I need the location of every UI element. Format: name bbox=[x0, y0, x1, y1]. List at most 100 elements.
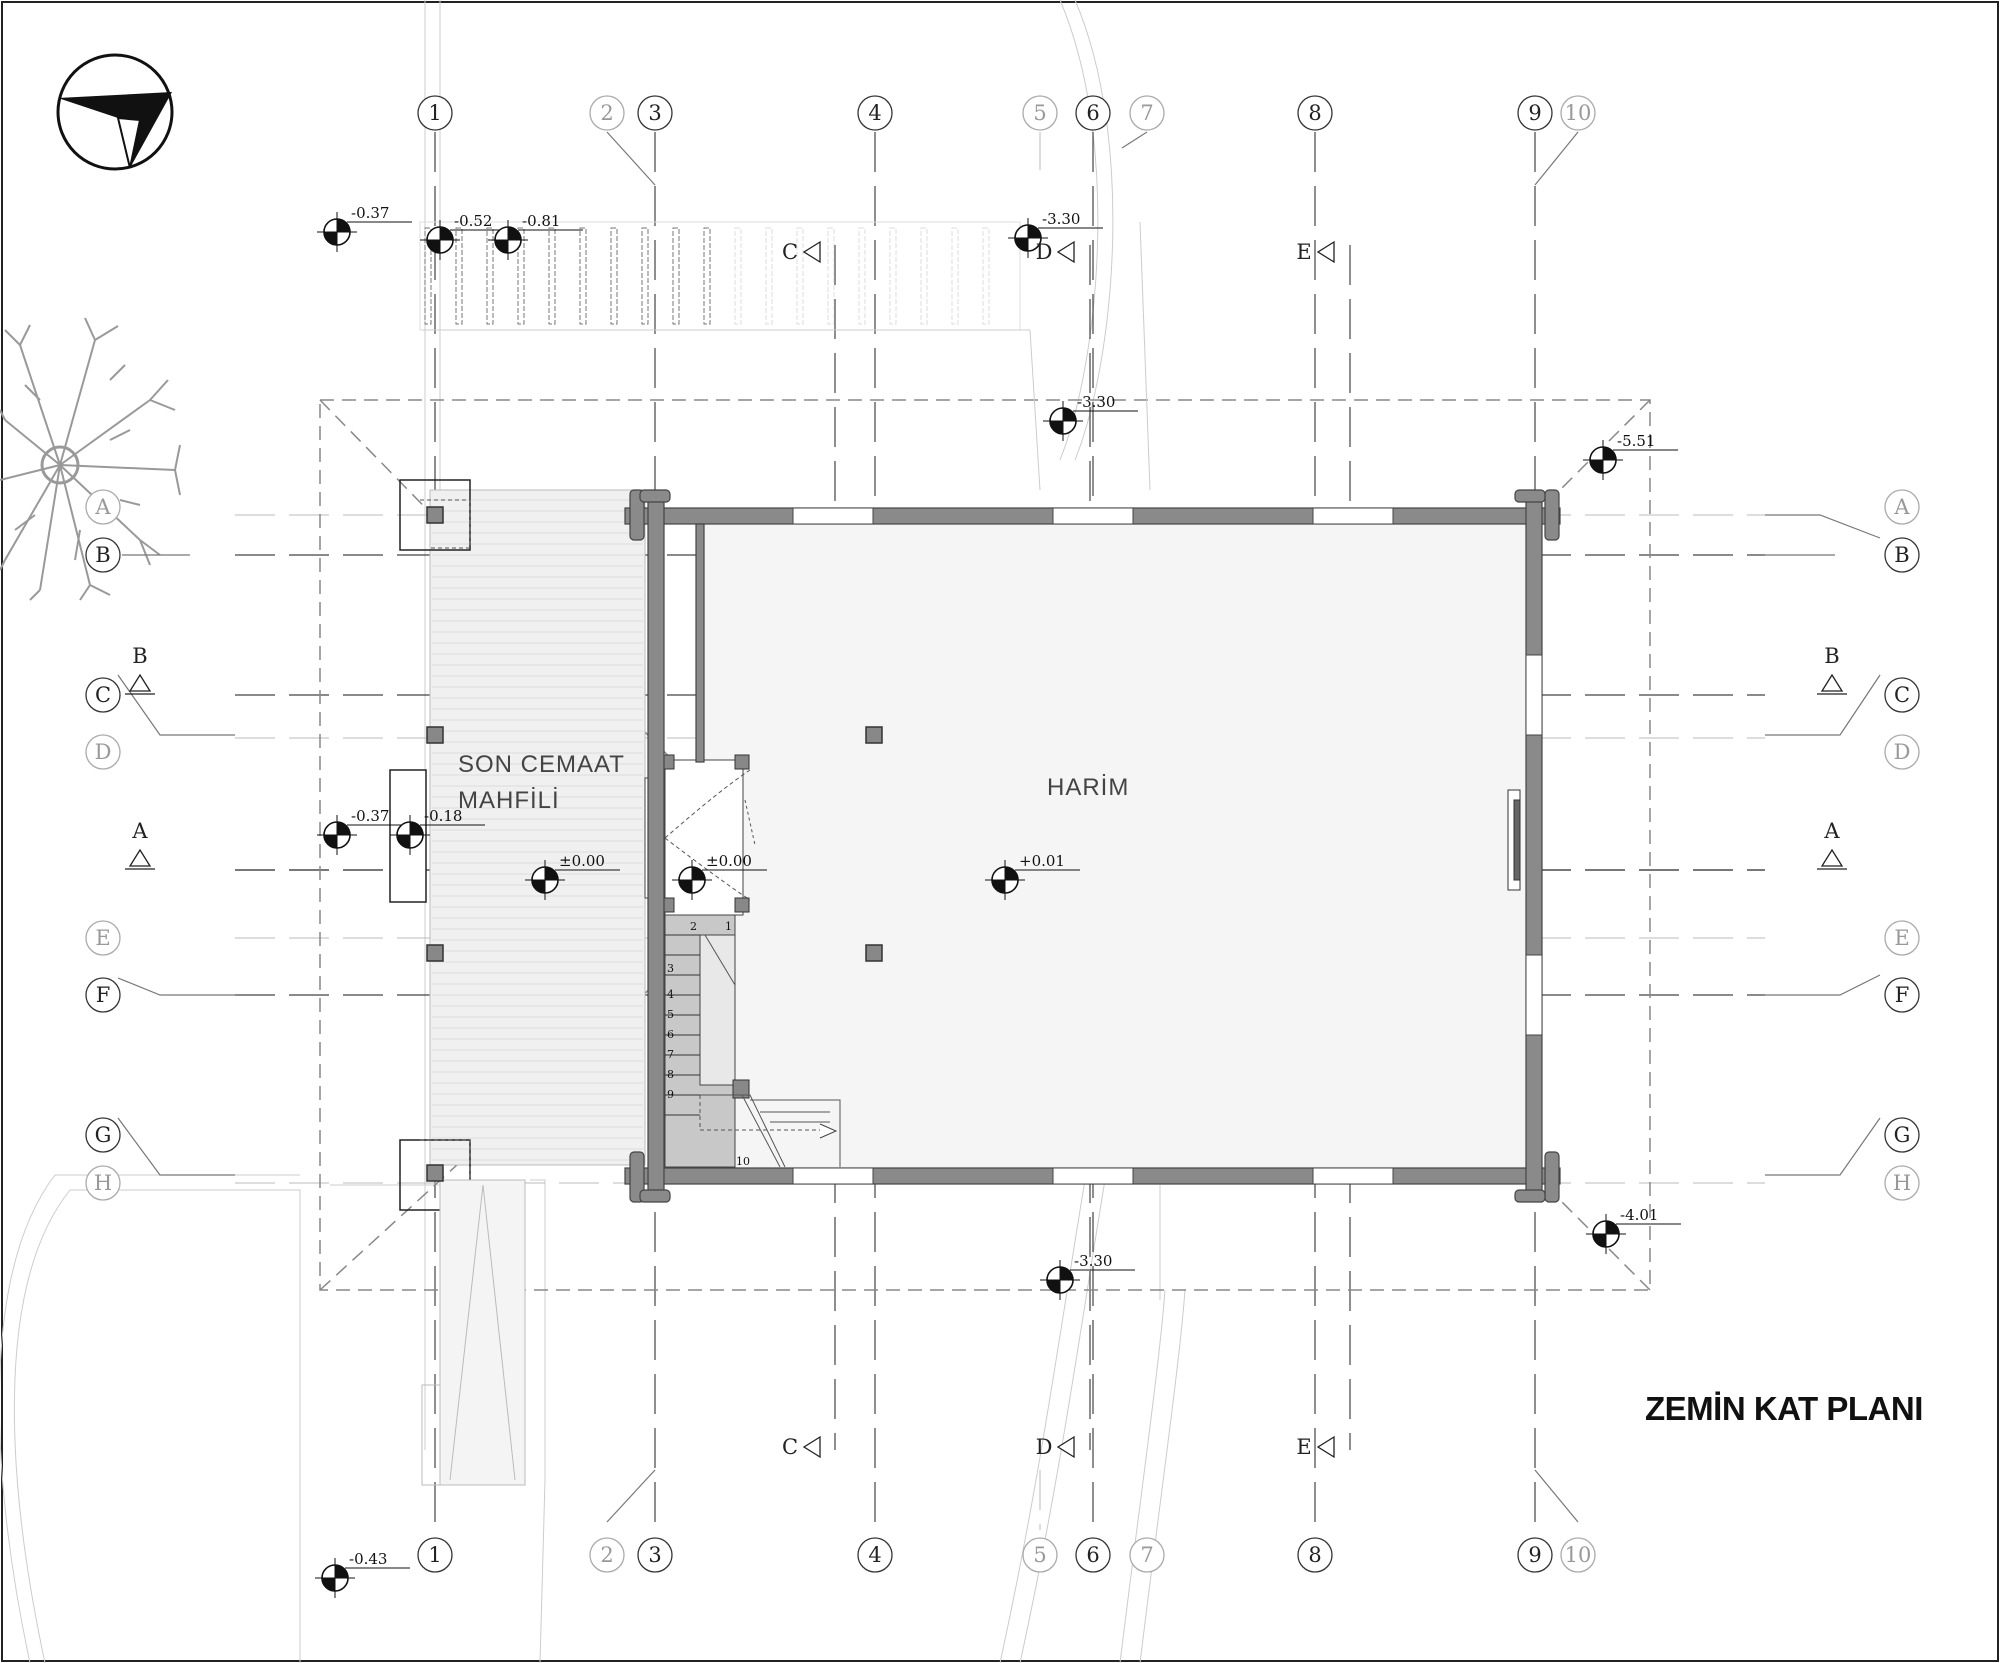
grid-bubble-col-bottom-4: 4 bbox=[857, 1537, 893, 1573]
svg-text:D: D bbox=[1894, 740, 1911, 764]
svg-text:10: 10 bbox=[1565, 1543, 1592, 1567]
svg-text:C: C bbox=[1894, 683, 1910, 707]
harim-floor bbox=[700, 523, 1528, 1168]
svg-text:C: C bbox=[782, 1435, 798, 1459]
level-marker: ±0.00 bbox=[672, 852, 767, 900]
svg-text:A: A bbox=[1893, 495, 1910, 519]
svg-text:E: E bbox=[1296, 1435, 1311, 1459]
level-marker: -4.01 bbox=[1586, 1206, 1681, 1254]
section-mark-c-top: C bbox=[782, 240, 821, 264]
tree-icon bbox=[0, 317, 181, 601]
grid-bubble-row-right-a: A bbox=[1884, 489, 1920, 525]
svg-text:C: C bbox=[95, 683, 111, 707]
room-label-son-cemaat-2: MAHFİLİ bbox=[458, 787, 560, 814]
svg-text:B: B bbox=[95, 543, 110, 567]
svg-text:3: 3 bbox=[648, 101, 661, 125]
grid-bubble-row-left-e: E bbox=[85, 920, 121, 956]
grid-bubble-col-bottom-6: 6 bbox=[1075, 1537, 1111, 1573]
svg-text:B: B bbox=[132, 644, 147, 668]
svg-text:B: B bbox=[1894, 543, 1909, 567]
north-stairs bbox=[419, 221, 1151, 491]
level-label: ±0.00 bbox=[706, 852, 752, 870]
section-mark-a-left: A bbox=[125, 819, 155, 870]
grid-bubble-col-bottom-9: 9 bbox=[1517, 1537, 1553, 1573]
section-mark-c-bottom: C bbox=[782, 1435, 821, 1459]
grid-bubble-row-left-g: G bbox=[85, 1117, 121, 1153]
level-marker: -0.52 bbox=[420, 212, 515, 260]
section-mark-d-bottom: D bbox=[1036, 1435, 1075, 1459]
columns bbox=[426, 506, 883, 1182]
svg-text:D: D bbox=[1036, 240, 1053, 264]
grid-bubble-row-right-h: H bbox=[1884, 1165, 1920, 1201]
level-label: -0.52 bbox=[454, 212, 492, 230]
svg-text:B: B bbox=[1824, 644, 1839, 668]
svg-text:2: 2 bbox=[600, 101, 613, 125]
grid-bubble-row-left-a: A bbox=[85, 489, 121, 525]
svg-text:A: A bbox=[94, 495, 111, 519]
level-marker: -5.51 bbox=[1583, 432, 1678, 480]
level-marker: -0.37 bbox=[317, 807, 412, 855]
svg-text:E: E bbox=[95, 926, 110, 950]
log-walls bbox=[624, 489, 1561, 1203]
level-label: +0.01 bbox=[1019, 852, 1065, 870]
section-mark-b-left: B bbox=[125, 644, 155, 695]
grid-bubble-col-bottom-5: 5 bbox=[1022, 1537, 1058, 1573]
grid-bubble-col-top-4: 4 bbox=[857, 95, 893, 131]
grid-bubble-row-left-c: C bbox=[85, 677, 121, 713]
svg-text:2: 2 bbox=[600, 1543, 613, 1567]
svg-text:G: G bbox=[95, 1123, 112, 1147]
south-ramp bbox=[421, 1179, 526, 1486]
level-marker: ±0.00 bbox=[525, 852, 620, 900]
level-label: -0.37 bbox=[351, 204, 389, 222]
grid-bubble-row-left-f: F bbox=[85, 977, 121, 1013]
svg-text:1: 1 bbox=[428, 1543, 441, 1567]
svg-text:3: 3 bbox=[648, 1543, 661, 1567]
svg-text:6: 6 bbox=[1086, 1543, 1099, 1567]
stair-step-number: 7 bbox=[667, 1048, 674, 1061]
svg-text:6: 6 bbox=[1086, 101, 1099, 125]
svg-text:H: H bbox=[1893, 1171, 1911, 1195]
grid-bubble-row-right-b: B bbox=[1884, 537, 1920, 573]
north-arrow-icon bbox=[56, 53, 174, 171]
grid-bubble-col-bottom-7: 7 bbox=[1129, 1537, 1165, 1573]
level-label: -0.81 bbox=[522, 212, 560, 230]
grid-bubble-col-top-2: 2 bbox=[589, 95, 625, 131]
svg-text:7: 7 bbox=[1140, 101, 1153, 125]
porch-deck bbox=[389, 479, 646, 1211]
svg-text:9: 9 bbox=[1528, 101, 1541, 125]
svg-text:5: 5 bbox=[1033, 1543, 1046, 1567]
level-marker: -3.30 bbox=[1040, 1252, 1135, 1300]
stair-step-number: 6 bbox=[667, 1028, 674, 1041]
svg-text:A: A bbox=[131, 819, 148, 843]
grid-bubble-row-right-g: G bbox=[1884, 1117, 1920, 1153]
grid-bubble-col-top-8: 8 bbox=[1297, 95, 1333, 131]
room-label-harim: HARİM bbox=[1047, 774, 1129, 801]
svg-text:4: 4 bbox=[868, 1543, 881, 1567]
svg-text:E: E bbox=[1894, 926, 1909, 950]
level-label: -3.30 bbox=[1074, 1252, 1112, 1270]
section-mark-d-top: D bbox=[1036, 240, 1075, 264]
grid-bubble-col-bottom-8: 8 bbox=[1297, 1537, 1333, 1573]
level-label: -3.30 bbox=[1042, 210, 1080, 228]
grid-bubble-col-top-3: 3 bbox=[637, 95, 673, 131]
grid-bubble-row-left-d: D bbox=[85, 734, 121, 770]
grid-bubble-col-top-5: 5 bbox=[1022, 95, 1058, 131]
svg-text:8: 8 bbox=[1308, 1543, 1321, 1567]
section-mark-a-right: A bbox=[1817, 819, 1847, 870]
stair-step-number: 9 bbox=[667, 1088, 674, 1101]
svg-text:5: 5 bbox=[1033, 101, 1046, 125]
grid-bubble-col-top-6: 6 bbox=[1075, 95, 1111, 131]
grid-bubble-row-right-f: F bbox=[1884, 977, 1920, 1013]
level-label: -0.43 bbox=[349, 1550, 387, 1568]
level-marker: -0.37 bbox=[317, 204, 412, 252]
level-marker: -0.43 bbox=[315, 1550, 410, 1598]
svg-text:H: H bbox=[94, 1171, 112, 1195]
svg-text:G: G bbox=[1894, 1123, 1911, 1147]
stair-step-number: 8 bbox=[667, 1068, 674, 1081]
svg-text:D: D bbox=[1036, 1435, 1053, 1459]
stair-step-number: 5 bbox=[667, 1008, 674, 1021]
level-marker: -3.30 bbox=[1043, 393, 1138, 441]
svg-text:E: E bbox=[1296, 240, 1311, 264]
level-marker: +0.01 bbox=[985, 852, 1080, 900]
